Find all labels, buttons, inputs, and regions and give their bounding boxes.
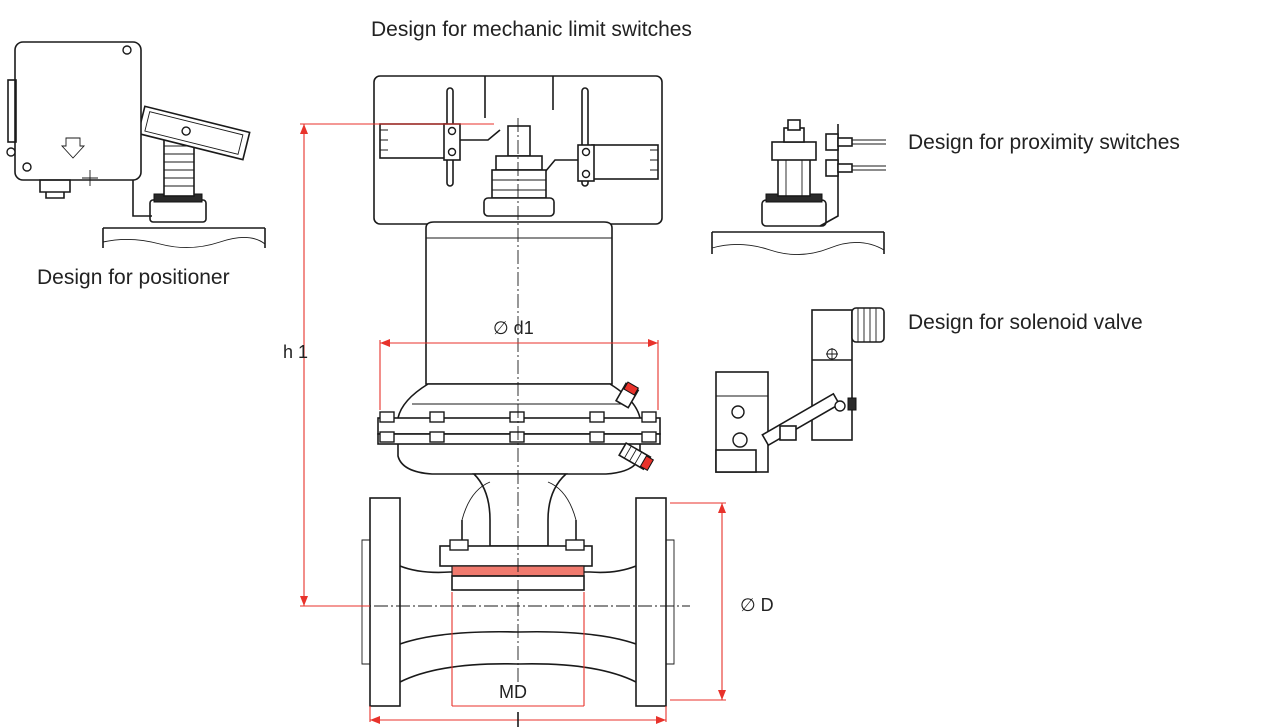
- dim-D: ∅ D: [740, 595, 774, 615]
- label-mechanic-limit-switches: Design for mechanic limit switches: [371, 18, 692, 41]
- label-solenoid-valve: Design for solenoid valve: [908, 311, 1143, 334]
- positioner-detail: [6, 41, 266, 248]
- proximity-switch-detail: [711, 119, 886, 255]
- solenoid-valve-detail: [715, 307, 885, 473]
- label-proximity-switches: Design for proximity switches: [908, 131, 1180, 154]
- dim-d1: ∅ d1: [493, 318, 534, 338]
- dim-h1: h 1: [283, 342, 308, 362]
- dimension-lines: [300, 123, 726, 727]
- actuator: [377, 221, 661, 547]
- label-positioner: Design for positioner: [37, 266, 230, 289]
- dim-MD: MD: [499, 682, 527, 702]
